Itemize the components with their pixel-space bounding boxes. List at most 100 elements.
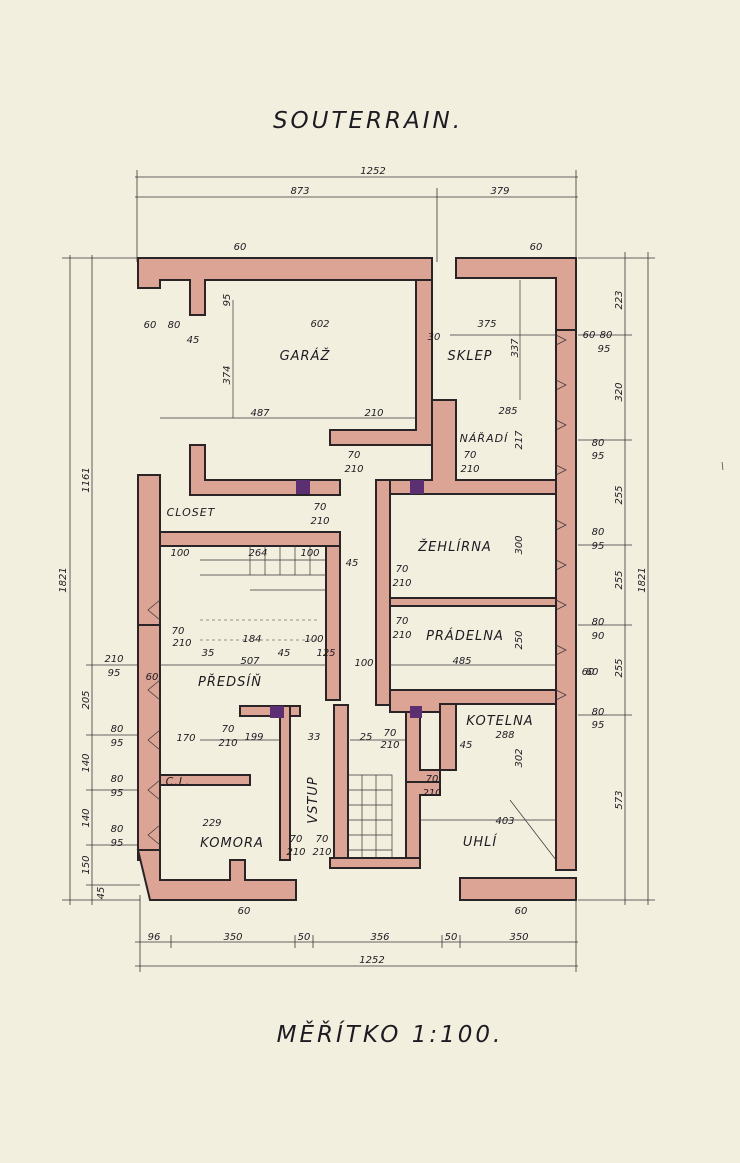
dim-right-2: 320 <box>614 382 625 401</box>
dim-pradelna-depth: 250 <box>514 630 525 649</box>
dim-right-opening-10: 60 <box>582 667 595 678</box>
dim-bottom-6: 350 <box>509 932 528 943</box>
door-6-70: 70 <box>384 728 397 739</box>
room-cl: C.L. <box>166 775 191 788</box>
door-3-70: 70 <box>464 450 477 461</box>
dim-garage-door: 210 <box>364 408 383 419</box>
dim-misc-60d: 60 <box>530 242 543 253</box>
room-naradi: NÁŘADÍ <box>460 432 509 445</box>
dim-naradi-depth: 217 <box>514 430 525 450</box>
dim-right-1: 223 <box>614 290 625 309</box>
dim-top-left: 873 <box>290 186 309 197</box>
wall-sklep-top <box>455 257 577 331</box>
wall-komora-north <box>159 774 251 786</box>
dim-predsin-width: 507 <box>240 656 260 667</box>
door-8-210: 210 <box>286 847 305 858</box>
dim-misc-33: 125 <box>316 648 335 659</box>
right-dimension-lines: 223 320 255 255 255 573 1821 60 80 95 80… <box>578 252 655 905</box>
door-5-70: 70 <box>396 616 409 627</box>
dim-left-opening-1: 210 <box>104 654 123 665</box>
scale-label: MĚŘÍTKO 1:100. <box>277 1020 504 1048</box>
door-5-210: 210 <box>392 630 411 641</box>
wall-komora-south <box>136 849 297 901</box>
dim-misc-35: 35 <box>202 648 215 659</box>
dim-left-opening-5: 80 <box>111 774 124 785</box>
wall-hall-east <box>325 545 341 701</box>
dim-uhli-width: 403 <box>495 816 514 827</box>
dim-right-5: 255 <box>614 658 625 677</box>
top-dimension-lines: 1252 873 379 <box>135 166 578 262</box>
door-11-70: 70 <box>172 626 185 637</box>
dim-misc-30: 30 <box>428 332 441 343</box>
bottom-dimension-lines: 96 350 50 356 50 350 1252 <box>135 895 578 972</box>
dim-hall-184: 184 <box>242 634 261 645</box>
door-1-210: 210 <box>344 464 363 475</box>
dim-garage-depth: 374 <box>222 365 233 384</box>
dim-left-opening-6: 95 <box>111 788 124 799</box>
dim-sklep-width: 375 <box>477 319 496 330</box>
dim-right-opening-9: 90 <box>592 631 605 642</box>
dim-right-opening-3: 95 <box>598 344 611 355</box>
wall-zehlirna-south <box>389 597 557 607</box>
column-1 <box>296 480 310 494</box>
dim-top-total: 1252 <box>360 166 385 177</box>
wall-garage-top <box>137 257 433 316</box>
wall-kotelna-west <box>439 703 457 771</box>
dim-left-opening-8: 95 <box>111 838 124 849</box>
wall-kotelna-nook <box>405 711 441 783</box>
dim-misc-60b: 60 <box>146 672 159 683</box>
column-3 <box>270 706 284 718</box>
wall-garage-south <box>189 444 341 496</box>
dim-bottom-2: 350 <box>223 932 242 943</box>
dim-right-opening-1: 60 <box>583 330 596 341</box>
door-4-210: 210 <box>392 578 411 589</box>
dim-left-1: 205 <box>81 690 92 709</box>
wall-uhli-south <box>459 877 577 901</box>
dim-misc-100d: 100 <box>354 658 373 669</box>
dim-left-opening-7: 80 <box>111 824 124 835</box>
dim-left-opening-2: 95 <box>108 668 121 679</box>
door-4-70: 70 <box>396 564 409 575</box>
door-2-210: 210 <box>310 516 329 527</box>
walls <box>136 257 577 901</box>
door-10-210: 210 <box>218 738 237 749</box>
dim-misc-45: 45 <box>187 335 200 346</box>
room-komora: KOMORA <box>200 836 264 851</box>
door-2-70: 70 <box>314 502 327 513</box>
room-vstup: VSTUP <box>306 776 321 823</box>
dim-right-opening-4: 80 <box>592 438 605 449</box>
dim-left-3: 140 <box>81 808 92 827</box>
dim-garage-back: 487 <box>250 408 270 419</box>
plan-title: SOUTERRAIN. <box>273 108 463 134</box>
door-8-70: 70 <box>290 834 303 845</box>
room-closet: CLOSET <box>167 506 216 519</box>
window-notches <box>147 334 567 846</box>
dim-misc-100c: 100 <box>304 634 323 645</box>
door-3-210: 210 <box>460 464 479 475</box>
dim-left-2: 140 <box>81 753 92 772</box>
dim-left-opening-3: 80 <box>111 724 124 735</box>
column-4 <box>410 706 422 718</box>
dim-bottom-5: 50 <box>445 932 458 943</box>
dim-right-6: 573 <box>614 790 625 809</box>
dim-misc-80: 80 <box>168 320 181 331</box>
dim-komora-199: 199 <box>244 732 263 743</box>
dim-right-opening-6: 80 <box>592 527 605 538</box>
dim-misc-100b: 100 <box>300 548 319 559</box>
dim-kotelna-width: 288 <box>495 730 514 741</box>
staircase-upper <box>200 545 326 641</box>
door-9-210: 210 <box>312 847 331 858</box>
dim-misc-60g: 60 <box>515 906 528 917</box>
dim-hall-264: 264 <box>248 548 267 559</box>
wall-vstup-south <box>329 857 421 869</box>
dim-misc-100: 100 <box>170 548 189 559</box>
dim-left-4: 150 <box>81 855 92 874</box>
dim-left-5: 45 <box>96 887 107 900</box>
dim-kotelna-depth: 302 <box>514 748 525 767</box>
door-9-70: 70 <box>316 834 329 845</box>
interior-dimensions: 602 374 487 210 375 337 285 217 300 485 … <box>144 242 599 917</box>
dim-left-inner: 1161 <box>81 467 92 492</box>
dim-zehlirna-depth: 300 <box>514 535 525 554</box>
dim-misc-120: 170 <box>176 733 195 744</box>
